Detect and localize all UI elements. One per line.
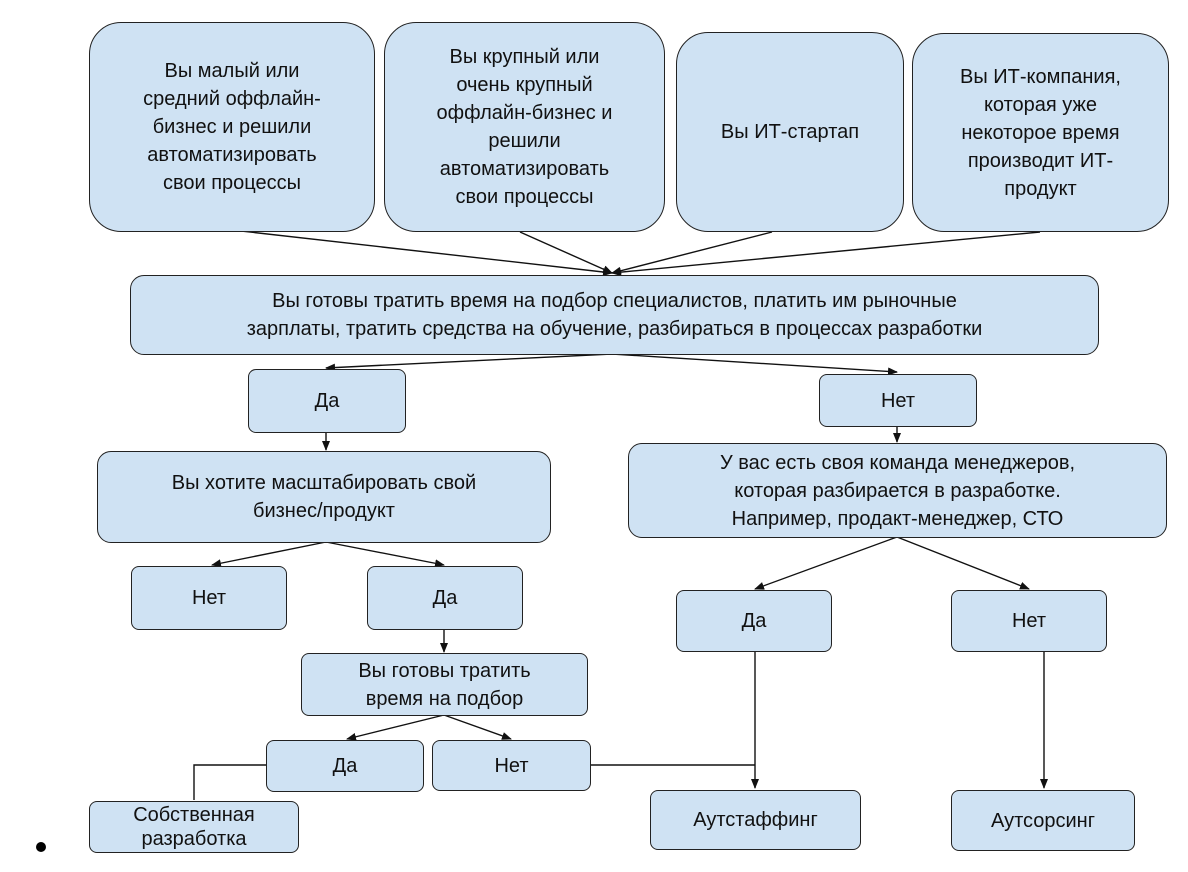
line-yes-to-inhouse bbox=[193, 764, 266, 800]
node-want-to-scale: Вы хотите масштабировать свой бизнес/про… bbox=[97, 451, 551, 543]
node-it-company: Вы ИТ-компания, которая уже некоторое вр… bbox=[912, 33, 1169, 232]
node-label: Нет bbox=[880, 389, 916, 412]
arrow-select-to-yes bbox=[346, 714, 445, 741]
node-label: Вы ИТ-компания, которая уже некоторое вр… bbox=[960, 65, 1121, 200]
node-have-managers: У вас есть своя команда менеджеров, кото… bbox=[628, 443, 1167, 538]
arrow-managers-to-no bbox=[896, 536, 1030, 590]
bullet-dot bbox=[36, 842, 46, 852]
arrow-scale-to-yes bbox=[325, 541, 445, 568]
arrow-large-to-ready bbox=[519, 231, 613, 274]
node-scale-no: Нет bbox=[131, 566, 287, 630]
node-label: Аутстаффинг bbox=[693, 809, 818, 831]
node-ready-to-select: Вы готовы тратить время на подбор bbox=[301, 653, 588, 716]
node-label: Вы готовы тратить время на подбор специа… bbox=[246, 290, 983, 340]
node-it-startup: Вы ИТ-стартап bbox=[676, 32, 904, 232]
arrow-scale-to-no bbox=[211, 541, 327, 568]
arrow-itco-to-ready bbox=[611, 231, 1041, 277]
node-answer-no: Нет bbox=[819, 374, 977, 427]
arrow-managers-to-yes bbox=[754, 536, 898, 590]
node-answer-yes: Да bbox=[248, 369, 406, 433]
node-label: Да bbox=[432, 587, 458, 609]
node-label: Вы готовы тратить время на подбор bbox=[358, 659, 531, 710]
node-label: Да bbox=[741, 610, 767, 632]
node-select-yes: Да bbox=[266, 740, 424, 792]
node-result-inhouse: Собственная разработка bbox=[89, 801, 299, 853]
node-result-outsourcing: Аутсорсинг bbox=[951, 790, 1135, 851]
arrow-ready-to-yes bbox=[325, 353, 613, 372]
node-label: Нет bbox=[191, 587, 227, 609]
arrow-startup-to-ready bbox=[611, 231, 773, 275]
node-label: Вы крупный или очень крупный оффлайн-биз… bbox=[436, 46, 613, 208]
node-large-offline-business: Вы крупный или очень крупный оффлайн-биз… bbox=[384, 22, 665, 232]
node-label: Нет bbox=[494, 754, 529, 777]
node-managers-no: Нет bbox=[951, 590, 1107, 652]
node-small-offline-business: Вы малый или средний оффлайн- бизнес и р… bbox=[89, 22, 375, 232]
node-scale-yes: Да bbox=[367, 566, 523, 630]
arrow-small-to-ready bbox=[231, 229, 613, 276]
node-label: Аутсорсинг bbox=[990, 809, 1096, 832]
node-label: Собственная разработка bbox=[133, 804, 255, 850]
arrow-select-to-no bbox=[443, 714, 512, 740]
node-label: Вы хотите масштабировать свой бизнес/про… bbox=[171, 472, 477, 522]
node-label: У вас есть своя команда менеджеров, кото… bbox=[719, 451, 1076, 530]
node-managers-yes: Да bbox=[676, 590, 832, 652]
node-result-outstaffing: Аутстаффинг bbox=[650, 790, 861, 850]
node-select-no: Нет bbox=[432, 740, 591, 791]
node-label: Вы малый или средний оффлайн- бизнес и р… bbox=[143, 60, 321, 194]
node-label: Вы ИТ-стартап bbox=[720, 121, 860, 143]
node-label: Нет bbox=[1011, 610, 1047, 632]
node-label: Да bbox=[314, 390, 340, 412]
node-label: Да bbox=[332, 755, 358, 777]
arrow-ready-to-no bbox=[611, 353, 898, 376]
node-ready-to-hire: Вы готовы тратить время на подбор специа… bbox=[130, 275, 1099, 355]
